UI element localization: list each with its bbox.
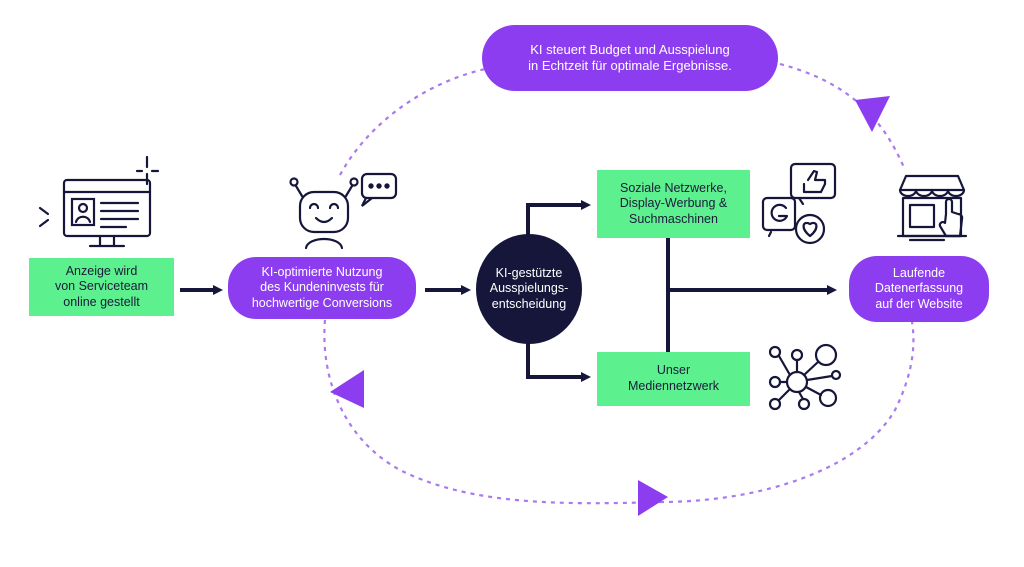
loop-arrowhead-bottom — [638, 480, 668, 516]
loop-arrowhead-bottom-left — [330, 370, 364, 408]
node-ai-usage-line-1: KI-optimierte Nutzung — [261, 264, 383, 279]
node-social-line-3: Suchmaschinen — [629, 211, 718, 226]
arrow-decision-to-media — [526, 342, 591, 382]
social-media-like-google-heart-icon — [761, 162, 837, 245]
computer-monitor-profile-icon — [38, 155, 160, 248]
network-nodes-icon — [768, 343, 842, 411]
loop-left — [323, 319, 661, 505]
node-ai-usage-line-3: hochwertige Conversions — [251, 295, 393, 310]
node-ai-optimized-usage: KI-optimierte Nutzung des Kundeninvests … — [228, 257, 416, 319]
node-data-collection: Laufende Datenerfassung auf der Website — [849, 256, 989, 322]
node-ad-published: Anzeige wird von Serviceteam online gest… — [29, 258, 174, 316]
node-media-line-2: Mediennetzwerk — [627, 379, 719, 393]
node-decision-line-1: KI-gestützte — [495, 265, 563, 280]
loop-top-right — [779, 62, 907, 171]
node-budget-line-2: in Echtzeit für optimale Ergebnisse. — [528, 58, 732, 73]
node-data-line-2: Datenerfassung — [874, 281, 964, 296]
node-ai-decision: KI-gestützte Ausspielungs- entscheidung — [476, 234, 582, 344]
node-ad-line-3: online gestellt — [63, 294, 140, 309]
node-ai-usage-line-2: des Kundeninvests für — [260, 280, 384, 295]
node-data-line-3: auf der Website — [875, 296, 963, 311]
arrow-decision-to-social — [526, 200, 591, 240]
node-social-line-2: Display-Werbung & — [619, 196, 728, 211]
node-social-networks: Soziale Netzwerke, Display-Werbung & Suc… — [597, 170, 750, 238]
node-ai-budget-control: KI steuert Budget und Ausspielung in Ech… — [482, 25, 778, 91]
node-ad-line-2: von Serviceteam — [54, 279, 149, 294]
node-decision-line-2: Ausspielungs- — [489, 281, 569, 296]
loop-arrowhead-top-right — [855, 96, 890, 132]
node-decision-line-3: entscheidung — [491, 296, 567, 311]
node-social-line-1: Soziale Netzwerke, — [619, 180, 727, 195]
node-data-line-1: Laufende — [892, 265, 946, 280]
robot-chat-icon — [289, 172, 398, 250]
node-ad-line-1: Anzeige wird — [65, 263, 138, 278]
loop-top-left — [339, 66, 491, 176]
node-media-network: Unser Mediennetzwerk — [597, 352, 750, 406]
node-media-line-1: Unser — [656, 363, 691, 378]
node-budget-line-1: KI steuert Budget und Ausspielung — [530, 41, 730, 57]
flow-arrows — [180, 200, 837, 382]
loop-right — [659, 321, 915, 504]
storefront-shop-icon — [896, 174, 968, 242]
